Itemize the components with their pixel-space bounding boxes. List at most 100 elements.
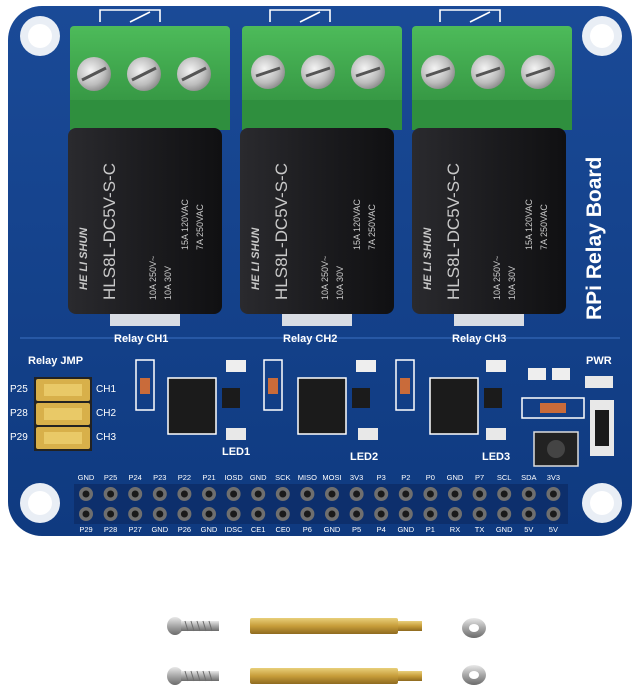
driver-circuit-3 bbox=[395, 359, 506, 440]
led1-label: LED1 bbox=[222, 446, 251, 458]
relay-3-rating-2: 7A 250VAC bbox=[539, 204, 549, 250]
gpio-pin bbox=[205, 510, 213, 518]
hex-nut-2 bbox=[462, 665, 486, 685]
relay-1-rating-3: 10A 250V~ bbox=[148, 255, 158, 300]
gpio-pin bbox=[500, 510, 508, 518]
gpio-top-label: IOSD bbox=[224, 473, 243, 482]
gpio-pin bbox=[377, 510, 385, 518]
relay-jmp-label: Relay JMP bbox=[28, 355, 84, 367]
relay-1-rating-4: 10A 30V bbox=[163, 265, 173, 300]
terminal-screws bbox=[77, 55, 555, 91]
gpio-top-label: SDA bbox=[521, 473, 537, 482]
gpio-pin bbox=[82, 490, 90, 498]
relay-ch1-label: Relay CH1 bbox=[114, 333, 169, 345]
relay-3-body bbox=[412, 128, 566, 326]
gpio-top-label: GND bbox=[446, 473, 464, 482]
brass-standoff-1 bbox=[250, 618, 422, 634]
gpio-bottom-label: P27 bbox=[128, 525, 142, 534]
gpio-pin bbox=[353, 510, 361, 518]
gpio-top-label: P3 bbox=[376, 473, 386, 482]
gpio-top-label: P21 bbox=[202, 473, 216, 482]
jumper-pin-p28: P28 bbox=[10, 408, 28, 419]
gpio-top-label: GND bbox=[249, 473, 267, 482]
jumper-pin-p29: P29 bbox=[10, 432, 28, 443]
gpio-pin bbox=[476, 490, 484, 498]
board-title: RPi Relay Board bbox=[583, 156, 606, 320]
jumper-channel-ch1: CH1 bbox=[96, 384, 117, 395]
gpio-bottom-label: P29 bbox=[79, 525, 93, 534]
gpio-header-base bbox=[74, 484, 568, 524]
gpio-bottom-label: P6 bbox=[302, 525, 312, 534]
gpio-pin bbox=[180, 490, 188, 498]
gpio-top-label: P7 bbox=[475, 473, 485, 482]
gpio-bottom-label: P5 bbox=[352, 525, 362, 534]
gpio-bottom-label: TX bbox=[474, 525, 485, 534]
relay-3-rating-1: 15A 120VAC bbox=[524, 199, 534, 250]
gpio-bottom-label: GND bbox=[495, 525, 513, 534]
gpio-pin bbox=[303, 490, 311, 498]
gpio-top-label: GND bbox=[77, 473, 95, 482]
power-circuit bbox=[521, 368, 614, 467]
gpio-bottom-label: GND bbox=[151, 525, 169, 534]
gpio-bottom-label: GND bbox=[323, 525, 341, 534]
jumper-channel-ch2: CH2 bbox=[96, 408, 117, 419]
gpio-pin bbox=[476, 510, 484, 518]
gpio-pin bbox=[107, 510, 115, 518]
gpio-bottom-label: RX bbox=[449, 525, 461, 534]
gpio-pin bbox=[328, 510, 336, 518]
relay-1-rating-2: 7A 250VAC bbox=[195, 204, 205, 250]
gpio-pin bbox=[279, 490, 287, 498]
gpio-top-label: MISO bbox=[297, 473, 317, 482]
gpio-pin bbox=[303, 510, 311, 518]
relay-ch2-label: Relay CH2 bbox=[283, 333, 338, 345]
relay-1-rating-1: 15A 120VAC bbox=[180, 199, 190, 250]
gpio-top-label: P24 bbox=[128, 473, 142, 482]
relay-2-rating-2: 7A 250VAC bbox=[367, 204, 377, 250]
gpio-bottom-label: P28 bbox=[103, 525, 118, 534]
gpio-pin bbox=[230, 510, 238, 518]
relay-silkscreen bbox=[99, 9, 501, 23]
gpio-pin bbox=[82, 510, 90, 518]
gpio-top-label: P0 bbox=[425, 473, 435, 482]
relay-3-brand: HE LI SHUN bbox=[422, 227, 434, 290]
relay-2-body bbox=[240, 128, 394, 326]
gpio-bottom-label: P26 bbox=[177, 525, 192, 534]
gpio-top-label: 3V3 bbox=[546, 473, 561, 482]
gpio-pin bbox=[279, 510, 287, 518]
gpio-bottom-label: CE1 bbox=[250, 525, 266, 534]
relay-1-body bbox=[68, 128, 222, 326]
gpio-header bbox=[74, 484, 568, 524]
gpio-pin bbox=[205, 490, 213, 498]
gpio-bottom-label: GND bbox=[200, 525, 218, 534]
relay-1-model: HLS8L-DC5V-S-C bbox=[100, 163, 119, 300]
gpio-pin bbox=[451, 510, 459, 518]
gpio-bottom-label: P1 bbox=[425, 525, 435, 534]
gpio-pin bbox=[230, 490, 238, 498]
gpio-pin bbox=[254, 510, 262, 518]
gpio-pin bbox=[328, 490, 336, 498]
jumper-pin-p25: P25 bbox=[10, 384, 28, 395]
gpio-pin bbox=[549, 510, 557, 518]
gpio-pin bbox=[131, 490, 139, 498]
gpio-pin bbox=[525, 490, 533, 498]
gpio-pin bbox=[426, 490, 434, 498]
pwr-label: PWR bbox=[586, 355, 612, 367]
gpio-bottom-label: IDSC bbox=[224, 525, 243, 534]
gpio-top-label: SCL bbox=[496, 473, 512, 482]
gpio-pin bbox=[402, 490, 410, 498]
gpio-pin bbox=[156, 490, 164, 498]
brass-standoff-2 bbox=[250, 668, 422, 684]
relay-jumper-header bbox=[34, 377, 92, 451]
hex-nut-1 bbox=[462, 618, 486, 638]
relay-3-rating-3: 10A 250V~ bbox=[492, 255, 502, 300]
gpio-pin bbox=[180, 510, 188, 518]
gpio-pin bbox=[107, 490, 115, 498]
mounting-holes bbox=[20, 16, 622, 523]
gpio-bottom-label: GND bbox=[397, 525, 415, 534]
gpio-top-label: 3V3 bbox=[349, 473, 364, 482]
mounting-screw-1 bbox=[167, 617, 219, 635]
gpio-bottom-label: 5V bbox=[524, 525, 534, 534]
gpio-pin bbox=[500, 490, 508, 498]
led3-label: LED3 bbox=[482, 451, 511, 463]
